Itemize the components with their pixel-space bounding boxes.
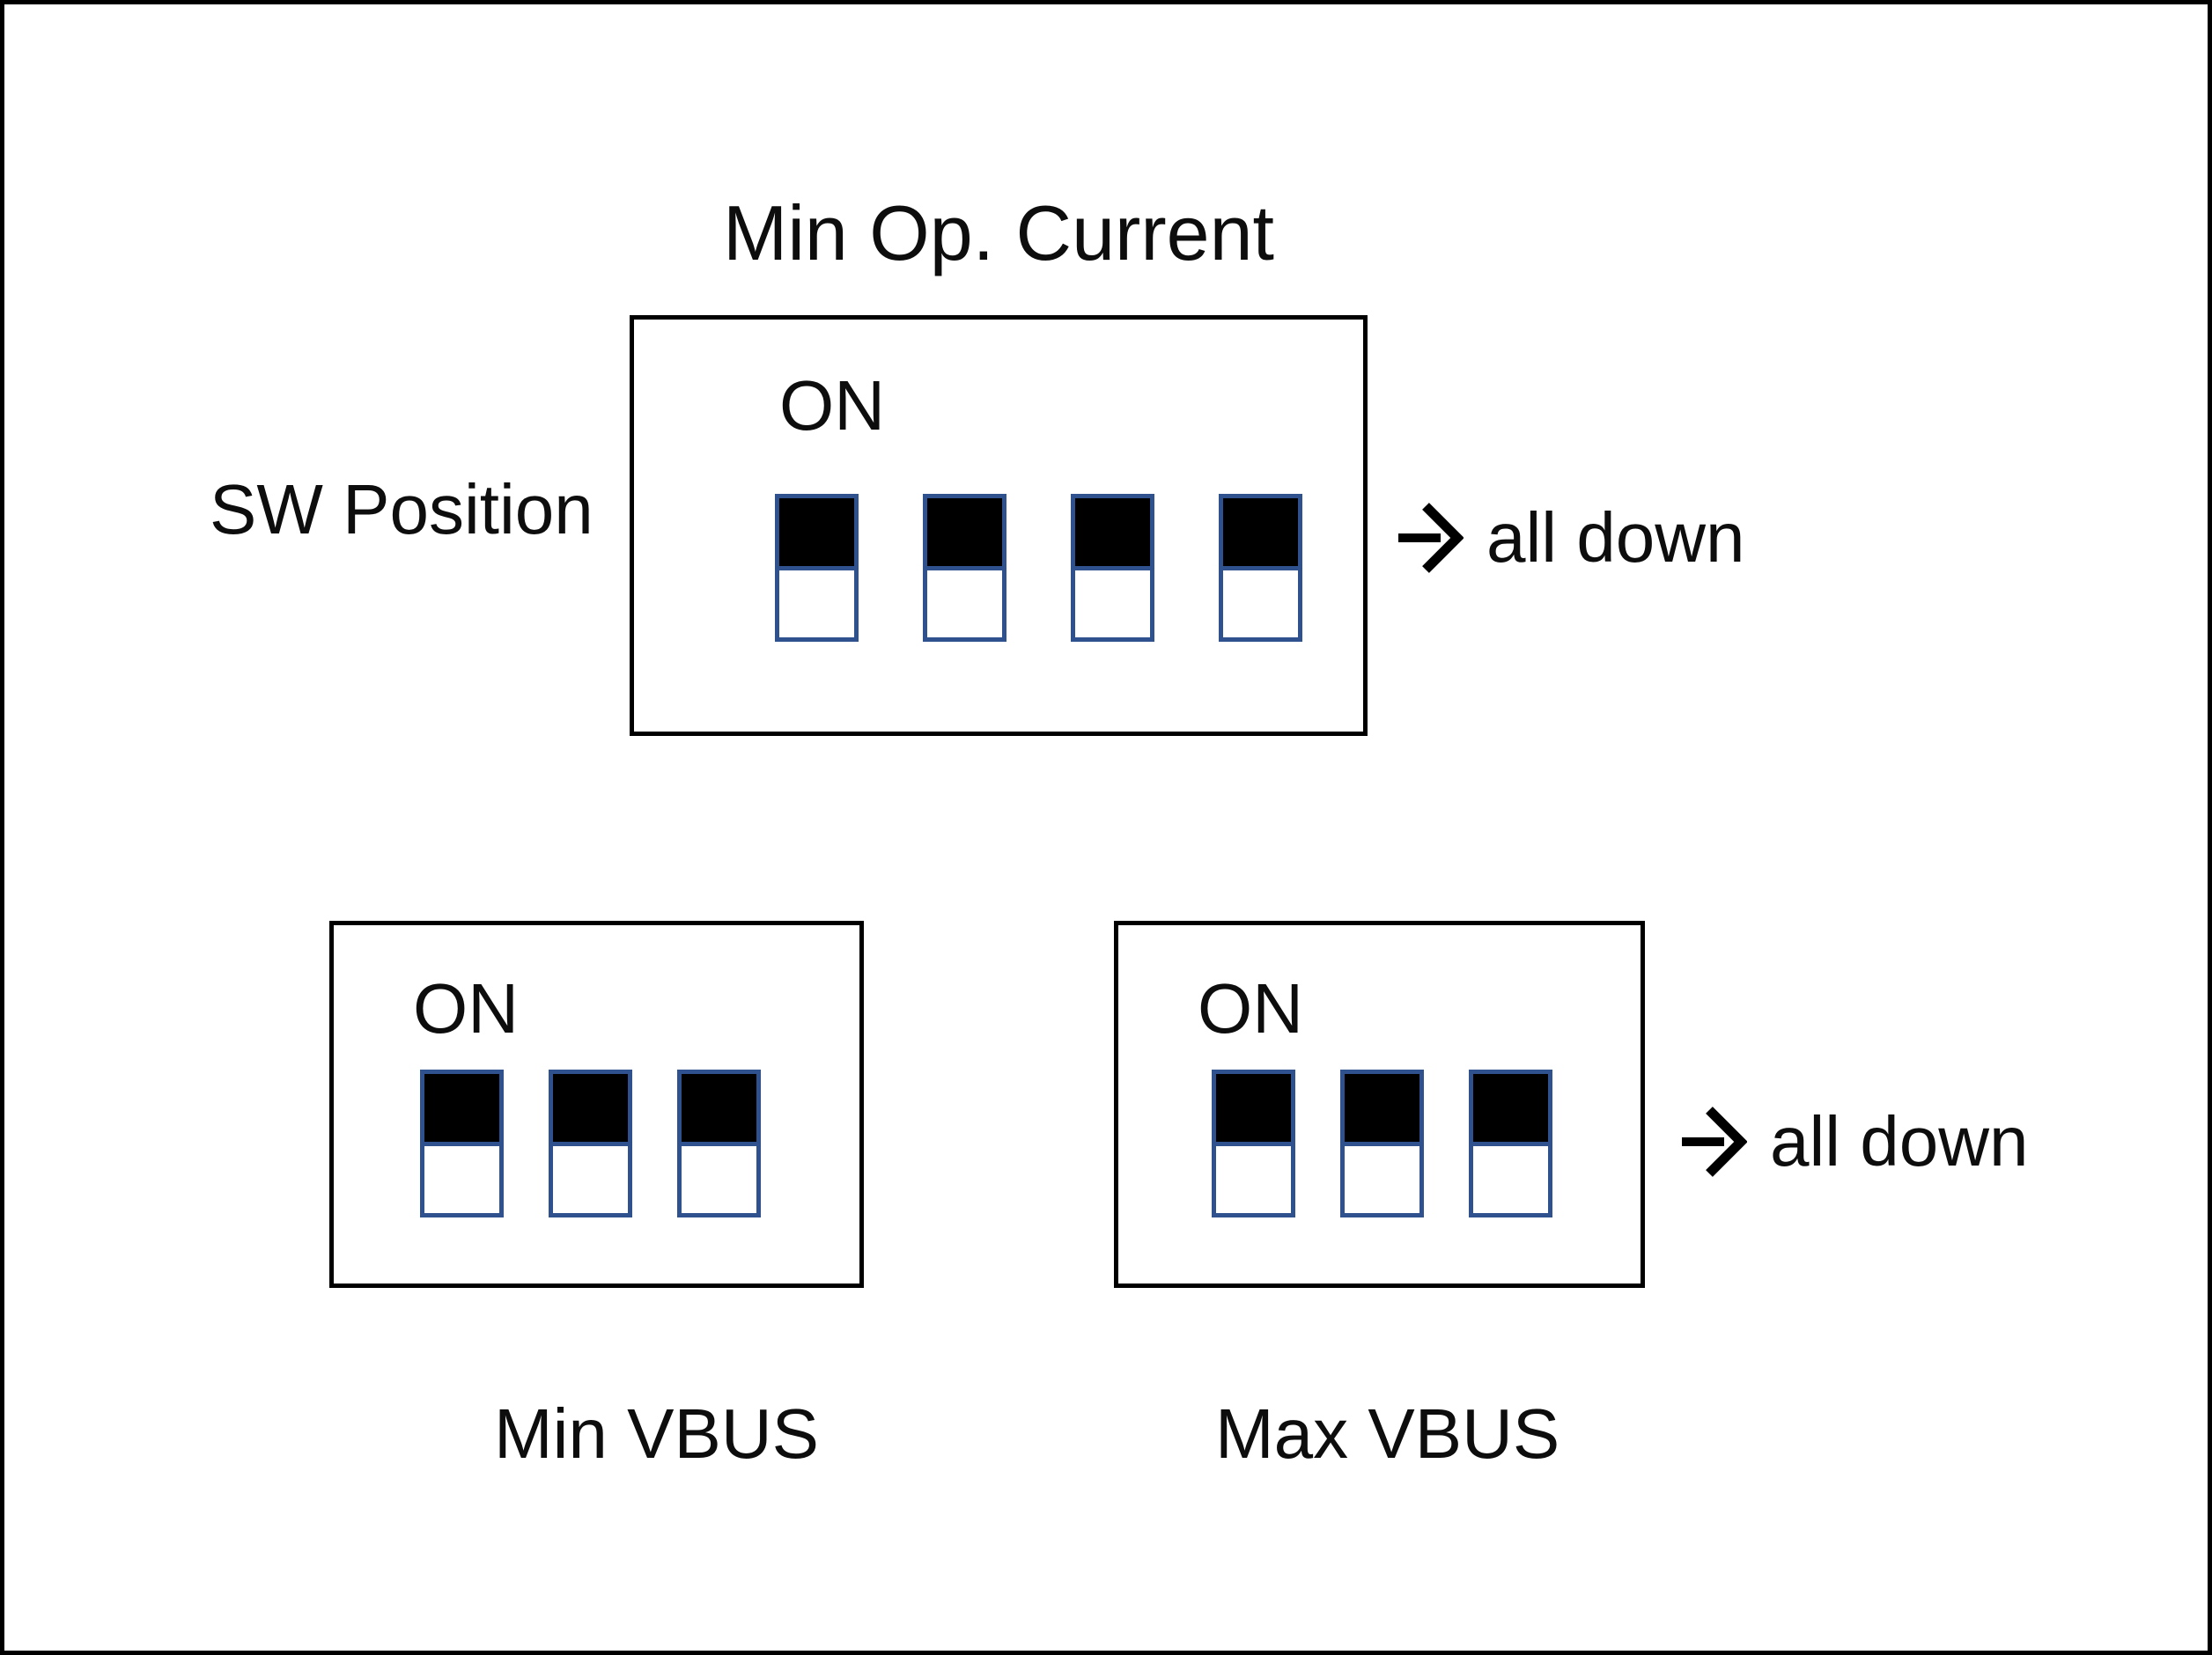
switch-off-segment	[1216, 1145, 1291, 1213]
annotation-text: all down	[1770, 1102, 2029, 1181]
dip-switch-panel-min-vbus: ON	[329, 921, 864, 1288]
dip-switch	[1219, 494, 1302, 642]
on-label: ON	[779, 366, 885, 445]
switch-off-segment	[1075, 570, 1150, 637]
switch-on-segment	[424, 1074, 499, 1146]
switch-row	[775, 494, 1302, 642]
dip-switch	[923, 494, 1006, 642]
switch-off-segment	[1473, 1145, 1548, 1213]
right-arrow-icon	[1682, 1103, 1747, 1181]
dip-switch	[1469, 1070, 1552, 1217]
sw-position-label: SW Position	[210, 470, 594, 548]
dip-switch-panel-min-op-current: ON	[630, 315, 1368, 736]
dip-switch	[677, 1070, 761, 1217]
switch-on-segment	[1216, 1074, 1291, 1146]
right-arrow-icon	[1398, 499, 1464, 577]
annotation-all-down-bottom: all down	[1682, 1103, 2029, 1181]
switch-on-segment	[779, 498, 854, 570]
switch-on-segment	[927, 498, 1002, 570]
switch-row	[420, 1070, 761, 1217]
switch-on-segment	[1473, 1074, 1548, 1146]
switch-off-segment	[779, 570, 854, 637]
dip-switch	[1212, 1070, 1295, 1217]
switch-on-segment	[1223, 498, 1298, 570]
dip-switch	[775, 494, 859, 642]
switch-off-segment	[424, 1145, 499, 1213]
switch-off-segment	[553, 1145, 628, 1213]
annotation-text: all down	[1486, 498, 1745, 577]
dip-switch	[420, 1070, 504, 1217]
switch-on-segment	[682, 1074, 756, 1146]
switch-off-segment	[1345, 1145, 1419, 1213]
switch-on-segment	[1075, 498, 1150, 570]
on-label: ON	[1198, 969, 1303, 1048]
on-label: ON	[413, 969, 519, 1048]
switch-off-segment	[1223, 570, 1298, 637]
switch-on-segment	[553, 1074, 628, 1146]
dip-switch	[1340, 1070, 1424, 1217]
caption-min-vbus: Min VBUS	[494, 1394, 819, 1473]
panel-title-min-op-current: Min Op. Current	[723, 189, 1274, 276]
dip-switch-panel-max-vbus: ON	[1114, 921, 1645, 1288]
switch-off-segment	[927, 570, 1002, 637]
dip-switch	[1071, 494, 1154, 642]
switch-row	[1212, 1070, 1552, 1217]
switch-off-segment	[682, 1145, 756, 1213]
caption-max-vbus: Max VBUS	[1215, 1394, 1560, 1473]
switch-on-segment	[1345, 1074, 1419, 1146]
dip-switch	[549, 1070, 632, 1217]
annotation-all-down-top: all down	[1398, 499, 1745, 577]
